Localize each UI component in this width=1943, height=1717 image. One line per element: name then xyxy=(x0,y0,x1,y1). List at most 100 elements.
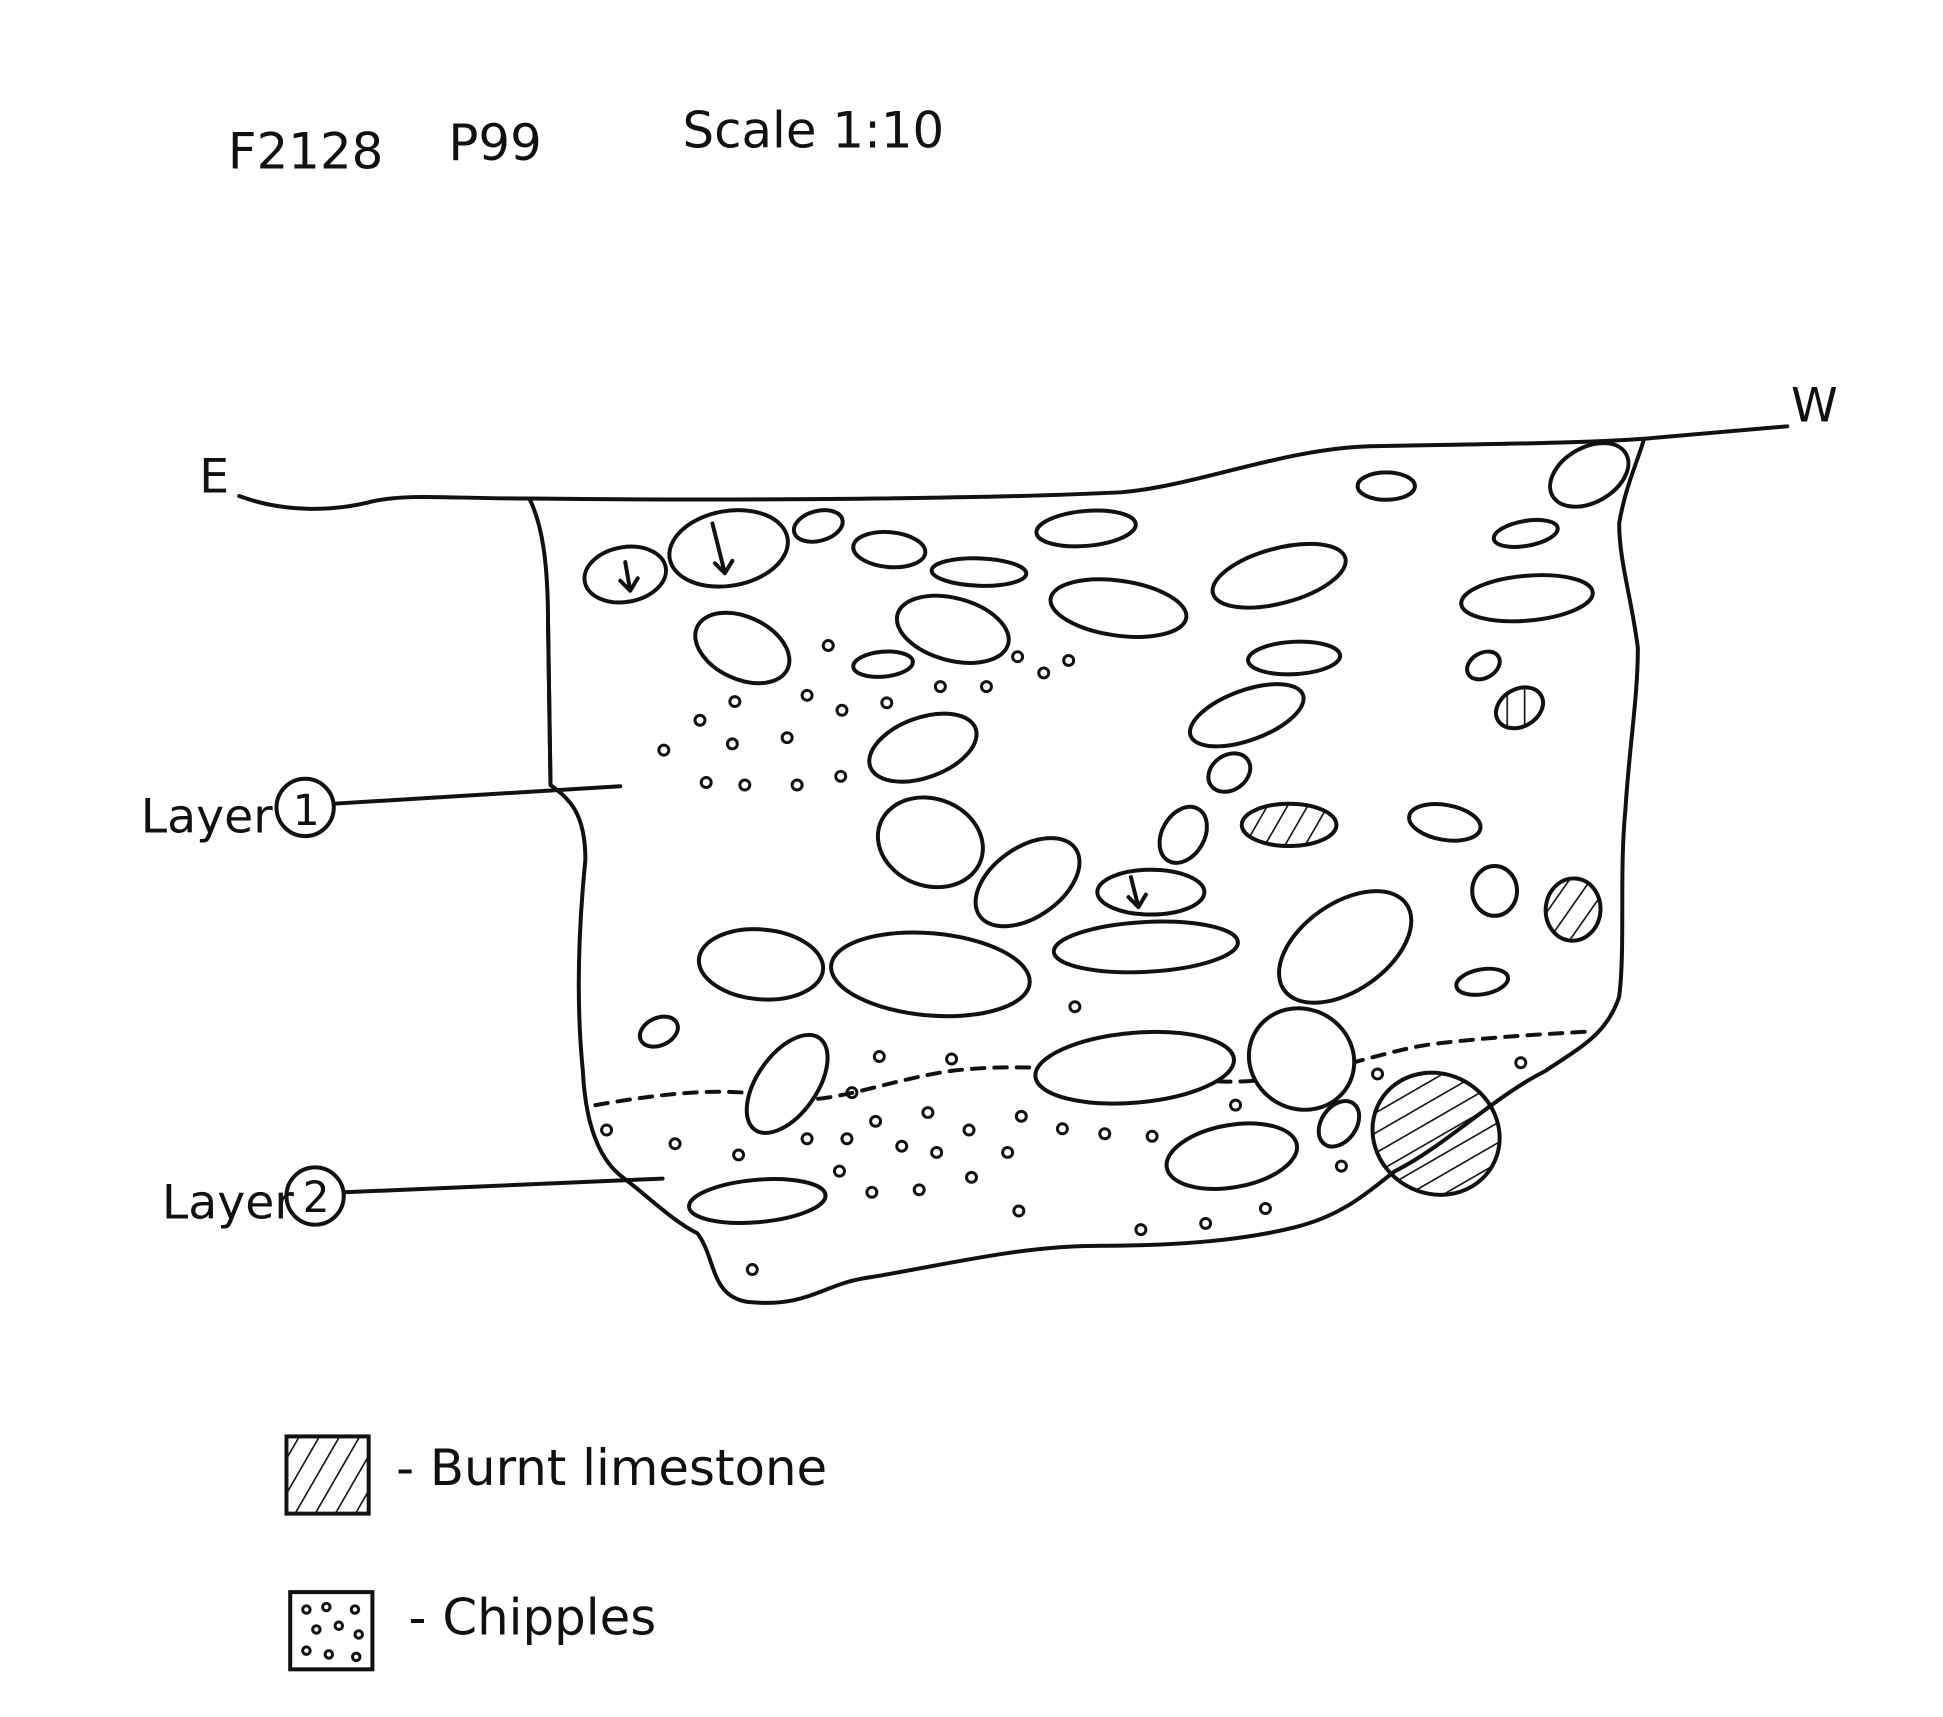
chipple xyxy=(1134,1223,1148,1237)
chipple xyxy=(840,1132,854,1146)
stone xyxy=(1277,889,1414,1005)
chipple xyxy=(1334,1159,1348,1173)
stone xyxy=(1491,517,1560,549)
chipple xyxy=(1001,1145,1015,1159)
chipple xyxy=(869,1114,883,1128)
stone xyxy=(875,795,985,890)
stone xyxy=(1164,1121,1300,1191)
chipple xyxy=(1145,1129,1159,1143)
pit-outline xyxy=(527,436,1647,1305)
stone xyxy=(637,1014,680,1049)
chipple xyxy=(1014,1109,1028,1123)
section-edge-line xyxy=(546,621,553,788)
chipple xyxy=(1037,666,1051,680)
chipple xyxy=(1055,1122,1069,1136)
legend-chipples: - Chipples xyxy=(288,1588,657,1672)
burnt-limestone-stone xyxy=(1239,801,1339,849)
stone xyxy=(1246,639,1343,677)
chipple xyxy=(780,731,794,745)
chipple xyxy=(1068,1000,1082,1014)
chipple xyxy=(725,737,739,751)
chipple xyxy=(872,1050,886,1064)
layer-2-label: Layer 2 xyxy=(162,1165,665,1230)
stone xyxy=(791,508,845,544)
stone xyxy=(851,649,915,679)
stone xyxy=(1033,1029,1236,1106)
stone xyxy=(582,544,668,605)
chipple xyxy=(1371,1067,1385,1081)
stone xyxy=(1459,573,1595,624)
stone xyxy=(1355,470,1417,502)
chipple xyxy=(962,1123,976,1137)
stone xyxy=(1454,966,1511,997)
legend-burnt-limestone: - Burnt limestone xyxy=(284,1434,827,1516)
chipple xyxy=(821,639,835,652)
hatch-swatch-icon xyxy=(284,1434,371,1516)
chipple xyxy=(933,680,947,694)
stone xyxy=(1407,802,1483,843)
chipple xyxy=(1098,1127,1112,1141)
chipple xyxy=(790,778,804,792)
chipples-group xyxy=(600,639,1528,1276)
stone xyxy=(929,556,1029,588)
chipple xyxy=(1258,1202,1272,1215)
chipple xyxy=(834,769,848,783)
stone xyxy=(894,593,1011,665)
chipple xyxy=(979,680,993,694)
chipple xyxy=(800,1132,814,1146)
chipple xyxy=(1012,1204,1026,1218)
stone xyxy=(829,930,1032,1019)
chipple xyxy=(835,703,849,717)
stone xyxy=(851,529,928,570)
ground-surface-line xyxy=(237,424,1790,511)
arrow-icon xyxy=(710,521,735,576)
stone xyxy=(1034,508,1138,549)
chipple xyxy=(600,1123,614,1137)
chipple xyxy=(895,1139,909,1153)
chipple xyxy=(865,1185,879,1199)
east-label: E xyxy=(199,449,229,504)
svg-text:Layer: Layer xyxy=(162,1175,294,1230)
stone xyxy=(1187,682,1306,749)
chipple xyxy=(880,696,894,710)
chipple xyxy=(657,743,671,757)
svg-text:- Chipples: - Chipples xyxy=(409,1588,657,1646)
chipple xyxy=(930,1145,944,1159)
arrow-icon xyxy=(1126,875,1148,910)
stone xyxy=(1548,441,1631,509)
feature-number: F2128 xyxy=(228,122,383,180)
stone xyxy=(1095,867,1207,917)
chipple xyxy=(845,1086,859,1100)
chipple xyxy=(693,713,707,727)
chipple xyxy=(728,695,742,709)
chipple xyxy=(1229,1098,1243,1112)
layer-1-label: Layer 1 xyxy=(141,776,623,844)
stone xyxy=(693,610,792,686)
stone xyxy=(1316,1099,1362,1149)
chipple xyxy=(699,776,713,790)
chipple xyxy=(745,1263,759,1276)
burnt-limestone-stone xyxy=(1494,685,1546,731)
scale-label: Scale 1:10 xyxy=(683,101,945,159)
svg-text:2: 2 xyxy=(303,1173,330,1222)
chipple xyxy=(965,1170,978,1184)
svg-text:1: 1 xyxy=(293,786,320,835)
arrow-icon xyxy=(618,560,640,593)
stone xyxy=(1210,541,1348,610)
svg-text:- Burnt limestone: - Burnt limestone xyxy=(396,1439,827,1497)
stone xyxy=(696,927,826,1002)
stone xyxy=(1157,804,1209,865)
chipple xyxy=(912,1183,926,1197)
stone xyxy=(867,711,979,784)
chipple xyxy=(1514,1056,1528,1070)
stone xyxy=(1206,751,1253,794)
west-label: W xyxy=(1791,378,1838,433)
chipple xyxy=(800,688,814,702)
stone xyxy=(973,836,1082,929)
plan-number: P99 xyxy=(448,114,541,172)
chipple xyxy=(732,1148,746,1162)
chipple xyxy=(945,1052,959,1066)
burnt-limestone-stone xyxy=(1543,876,1603,943)
stone xyxy=(1246,1006,1357,1112)
